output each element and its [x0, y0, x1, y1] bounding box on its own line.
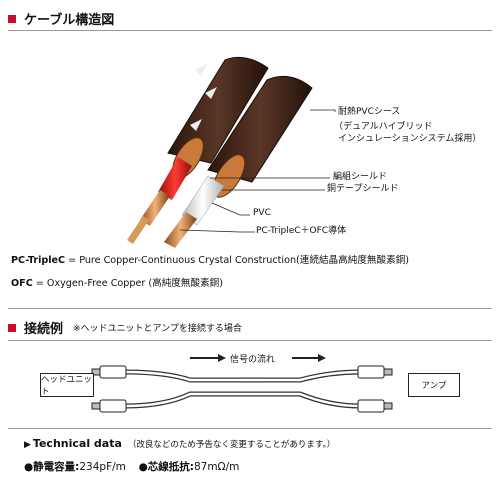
rca-plug-left-top [91, 365, 127, 379]
tech-heading: Technical data [32, 437, 122, 450]
head-unit-box: ヘッドユニット [40, 373, 94, 397]
resistance-value: 87mΩ/m [193, 461, 240, 473]
connection-note: ※ヘッドユニットとアンプを接続する場合 [73, 324, 242, 334]
triangle-icon: ▶ [24, 440, 31, 450]
term-ofc: OFC [11, 278, 33, 289]
label-sheath-sub1: （デュアルハイブリッド [334, 122, 433, 132]
divider [8, 340, 492, 341]
section-heading-structure: ケーブル構造図 [8, 9, 114, 28]
term-pc-triplec: PC-TripleC [11, 255, 66, 266]
desc-pc-triplec: = Pure Copper-Continuous Crystal Constru… [65, 255, 410, 266]
label-copper-tape-shield: 銅テープシールド [327, 184, 399, 194]
red-square-bullet [8, 323, 16, 332]
signal-arrow-right [292, 354, 326, 362]
label-braided-shield: 編組シールド [333, 172, 388, 182]
label-pvc: PVC [253, 208, 271, 218]
desc-ofc: = Oxygen-Free Copper (高純度無酸素銅) [32, 278, 224, 289]
cable-cross-section-illustration [127, 56, 336, 248]
rca-plug-left-bottom [91, 399, 127, 413]
section-title: 接続例 [24, 322, 64, 337]
tech-specs: ●静電容量:234pF/m ●芯線抵抗:87mΩ/m [24, 459, 239, 474]
capacitance-label: ●静電容量: [24, 461, 80, 473]
label-sheath: 耐熱PVCシース [338, 107, 401, 117]
divider [8, 308, 492, 309]
rca-plug-right-top [357, 365, 393, 379]
resistance-label: ●芯線抵抗: [138, 461, 194, 473]
arrow-mark [190, 119, 202, 131]
technical-data-heading: ▶ Technical data （改良などのため予告なく変更することがあります… [24, 437, 335, 450]
tech-note: （改良などのため予告なく変更することがあります。） [127, 440, 336, 450]
signal-flow-label: 信号の流れ [230, 355, 276, 365]
capacitance-value: 234pF/m [79, 461, 126, 473]
divider [8, 428, 492, 429]
definition-pc-triplec: PC-TripleC = Pure Copper-Continuous Crys… [11, 252, 409, 266]
arrow-mark [195, 64, 207, 76]
amplifier-box: アンプ [408, 373, 460, 397]
arrow-mark [205, 87, 217, 99]
section-title: ケーブル構造図 [24, 13, 115, 28]
signal-arrow-left [190, 354, 226, 362]
red-conductor [127, 157, 192, 244]
section-heading-connection: 接続例 ※ヘッドユニットとアンプを接続する場合 [8, 318, 242, 337]
divider [8, 30, 492, 31]
label-sheath-sub2: インシュレーションシステム採用） [338, 134, 482, 144]
definition-ofc: OFC = Oxygen-Free Copper (高純度無酸素銅) [11, 275, 223, 289]
red-square-bullet [8, 14, 16, 23]
callout-leaders [179, 109, 336, 233]
rca-plug-right-bottom [357, 399, 393, 413]
connection-diagram [91, 354, 393, 413]
label-conductor: PC-TripleC＋OFC導体 [256, 226, 347, 236]
